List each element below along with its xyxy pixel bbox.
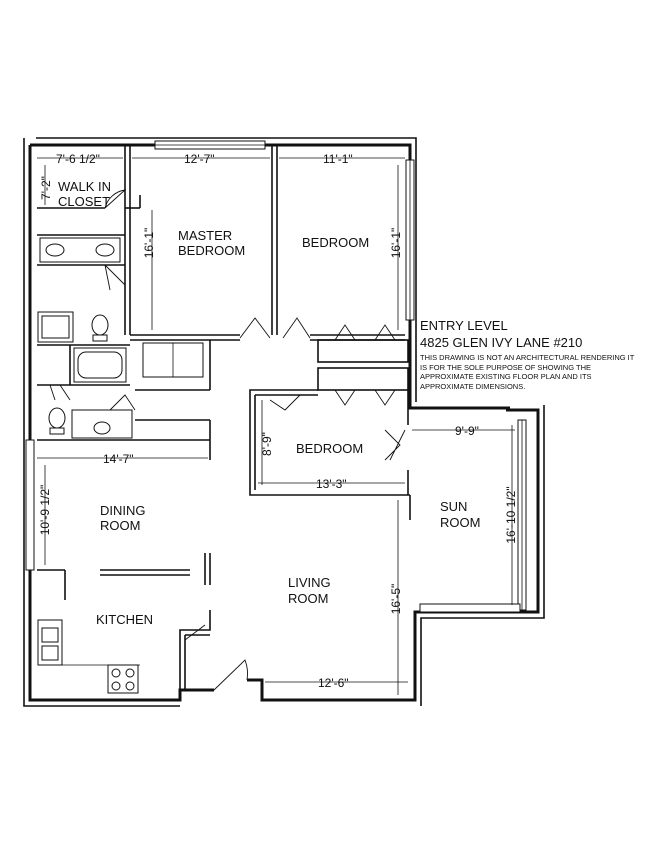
dim-master-height: 16'-1" [142,228,156,259]
label-master-bedroom-1: MASTER [178,228,232,243]
dim-bedroom2-height: 8'-9" [260,432,274,456]
dim-dining-height: 10'-9 1/2" [38,485,52,536]
label-dining-room-1: DINING [100,503,146,518]
label-walk-in-closet-1: WALK IN [58,179,111,194]
label-bedroom-2: BEDROOM [296,441,363,456]
label-sun-room-2: ROOM [440,515,480,530]
label-living-room-2: ROOM [288,591,328,606]
dimension-labels: 7'-6 1/2" 7'-2" 12'-7" 16'-1" 11'-1" 16'… [38,152,518,690]
label-master-bedroom-2: BEDROOM [178,243,245,258]
note-level: ENTRY LEVEL [420,318,508,333]
dim-closet-height: 7'-2" [39,176,53,200]
label-bedroom-1: BEDROOM [302,235,369,250]
label-dining-room-2: ROOM [100,518,140,533]
dim-sun-width: 9'-9" [455,424,479,438]
label-living-room-1: LIVING [288,575,331,590]
dim-living-height: 16'-5" [389,584,403,615]
dim-bedroom1-height: 16'-1" [389,228,403,259]
dim-dining-width: 14'-7" [103,452,134,466]
dim-master-width: 12'-7" [184,152,215,166]
dim-sun-height: 16'-10 1/2" [504,486,518,543]
bathroom-fixtures [37,237,204,439]
note-address: 4825 GLEN IVY LANE #210 [420,335,583,350]
dim-bedroom2-width: 13'-3" [316,477,347,491]
label-walk-in-closet-2: CLOSET [58,194,110,209]
dim-bedroom1-width: 11'-1" [323,152,353,166]
interior-walls [37,145,411,690]
dimension-lines [37,157,515,695]
label-sun-room-1: SUN [440,499,467,514]
room-labels: WALK IN CLOSET MASTER BEDROOM BEDROOM BE… [58,179,480,627]
windows [25,140,527,613]
note-disclaimer: THIS DRAWING IS NOT AN ARCHITECTURAL REN… [420,353,635,391]
dim-closet-width: 7'-6 1/2" [56,152,100,166]
kitchen-fixtures [37,619,140,694]
label-kitchen: KITCHEN [96,612,153,627]
door-swings [49,189,406,691]
dim-living-width: 12'-6" [318,676,349,690]
plan-note: ENTRY LEVEL 4825 GLEN IVY LANE #210 THIS… [420,318,635,391]
